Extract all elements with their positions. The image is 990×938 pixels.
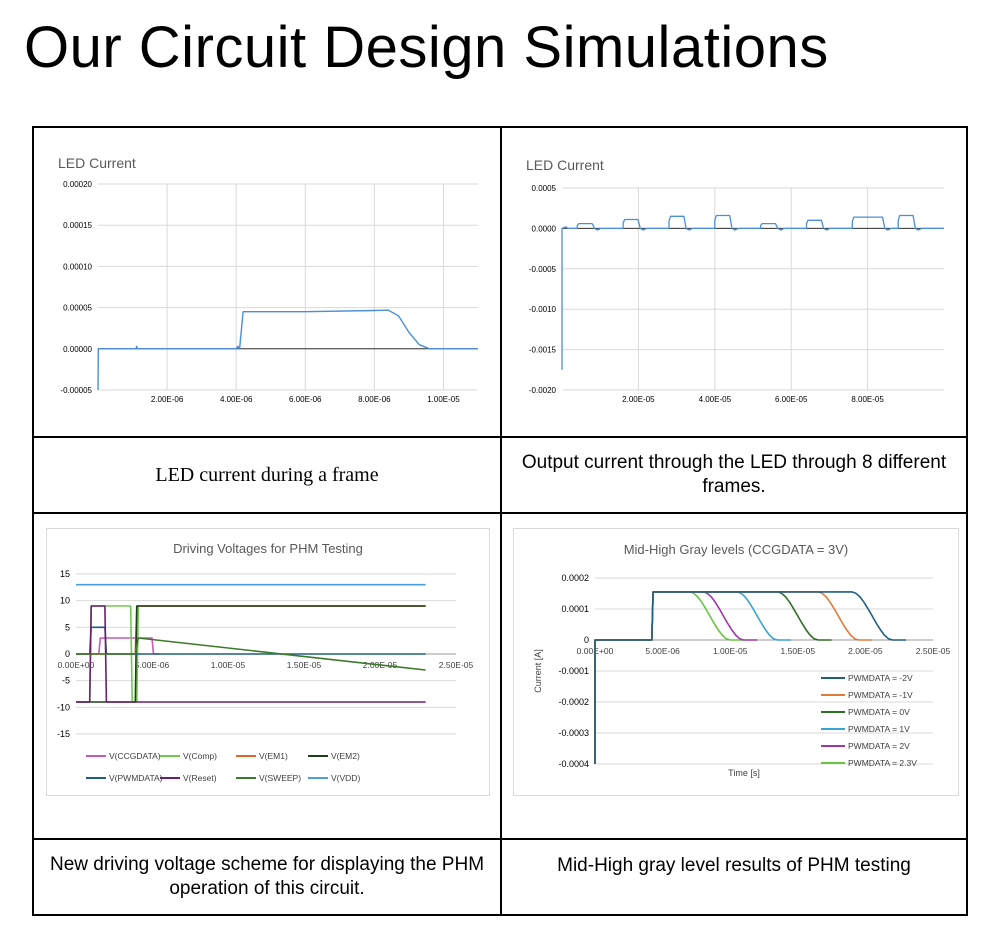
y-tick-label: 0 — [584, 635, 589, 645]
x-tick-label: 8.00E-05 — [851, 395, 884, 404]
y-tick-label: -0.0005 — [529, 265, 557, 274]
caption-gray-levels: Mid-High gray level results of PHM testi… — [557, 855, 911, 876]
y-tick-label: 0.00010 — [63, 262, 92, 271]
caption-driving-voltages: New driving voltage scheme for displayin… — [49, 854, 485, 899]
chart-title: Mid-High Gray levels (CCGDATA = 3V) — [624, 542, 849, 557]
y-axis-label: Current [A] — [533, 649, 543, 693]
y-tick-label: -15 — [57, 729, 70, 739]
y-tick-label: 0 — [65, 649, 70, 659]
caption-led-8-frames: Output current through the LED through 8… — [521, 452, 947, 497]
x-tick-label: 1.00E-05 — [211, 660, 246, 670]
y-tick-label: -0.00005 — [60, 386, 92, 395]
slide-title: Our Circuit Design Simulations — [24, 15, 829, 80]
y-tick-label: -0.0015 — [529, 346, 557, 355]
x-tick-label: 2.00E-05 — [848, 646, 883, 656]
legend-label: V(VDD) — [331, 773, 360, 783]
chart-title: Driving Voltages for PHM Testing — [173, 541, 363, 556]
legend-label: V(CCGDATA) — [109, 751, 161, 761]
series-line — [76, 637, 160, 655]
grid-divider-row3 — [32, 838, 968, 840]
y-tick-label: -10 — [57, 702, 70, 712]
y-tick-label: -0.0002 — [558, 697, 589, 707]
x-tick-label: 0.00E+00 — [58, 660, 95, 670]
x-tick-label: 6.00E-05 — [775, 395, 808, 404]
grid-divider-vertical — [500, 126, 502, 916]
legend-label: V(PWMDATA) — [109, 773, 163, 783]
caption-led-current-frame: LED current during a frame — [155, 464, 379, 486]
chart-title: LED Current — [526, 157, 604, 173]
y-tick-label: -0.0010 — [529, 305, 557, 314]
y-tick-label: 0.00020 — [63, 180, 92, 189]
chart-mid-high-gray: Mid-High Gray levels (CCGDATA = 3V) -0.00… — [513, 528, 959, 796]
y-tick-label: 10 — [60, 596, 70, 606]
x-tick-label: 1.00E-05 — [427, 395, 460, 404]
grid-divider-row2 — [32, 512, 968, 514]
chart-driving-voltages: Driving Voltages for PHM Testing -15 -10 -5… — [46, 528, 490, 796]
x-tick-label: 8.00E-06 — [358, 395, 391, 404]
chart-title: LED Current — [58, 155, 136, 171]
legend-label: V(SWEEP) — [259, 773, 301, 783]
chart-led-current-8-frames: LED Current -0.0020 -0.0015 -0.0010 -0.0005 0… — [526, 157, 944, 404]
y-tick-label: 0.00015 — [63, 221, 92, 230]
chart-led-current-frame: LED Current -0.00005 0.00000 0.00005 0.00010… — [58, 155, 478, 404]
y-tick-label: 0.0005 — [532, 184, 557, 193]
series-line — [76, 605, 426, 703]
x-tick-label: 4.00E-05 — [699, 395, 732, 404]
legend-label: PWMDATA = 2V — [848, 741, 910, 751]
x-tick-label: 5.00E-06 — [645, 646, 680, 656]
y-tick-label: -0.0004 — [558, 759, 589, 769]
y-tick-label: -0.0003 — [558, 728, 589, 738]
series-line — [97, 309, 478, 391]
y-tick-label: 0.00005 — [63, 304, 92, 313]
y-tick-label: -0.0020 — [529, 386, 557, 395]
x-axis-label: Time [s] — [728, 768, 760, 778]
y-tick-label: 0.0001 — [561, 604, 589, 614]
legend-label: PWMDATA = 2.3V — [848, 758, 917, 768]
chart-border — [46, 528, 490, 796]
x-tick-label: 2.00E-06 — [151, 395, 184, 404]
x-tick-label: 2.50E-05 — [916, 646, 951, 656]
legend-label: PWMDATA = -2V — [848, 673, 913, 683]
legend-label: V(Comp) — [183, 751, 217, 761]
x-tick-label: 5.00E-06 — [135, 660, 170, 670]
legend-label: PWMDATA = 1V — [848, 724, 910, 734]
chart-border — [513, 528, 959, 796]
y-tick-label: -0.0001 — [558, 666, 589, 676]
x-tick-label: 6.00E-06 — [289, 395, 322, 404]
y-tick-label: 5 — [65, 622, 70, 632]
series-line — [594, 591, 906, 764]
x-tick-label: 4.00E-06 — [220, 395, 253, 404]
legend-label: V(EM1) — [259, 751, 288, 761]
x-tick-label: 2.00E-05 — [622, 395, 655, 404]
series-line — [76, 637, 426, 671]
grid-divider-row1 — [32, 436, 968, 438]
x-tick-label: 1.50E-05 — [781, 646, 816, 656]
legend-label: V(EM2) — [331, 751, 360, 761]
y-tick-label: 0.0002 — [561, 573, 589, 583]
legend-label: PWMDATA = 0V — [848, 707, 910, 717]
y-tick-label: 0.0000 — [532, 224, 557, 233]
x-tick-label: 1.00E-05 — [713, 646, 748, 656]
legend-label: V(Reset) — [183, 773, 217, 783]
y-tick-label: 15 — [60, 569, 70, 579]
x-tick-label: 1.50E-05 — [287, 660, 322, 670]
series-line — [561, 214, 944, 370]
legend-label: PWMDATA = -1V — [848, 690, 913, 700]
y-tick-label: 0.00000 — [63, 345, 92, 354]
x-tick-label: 2.50E-05 — [439, 660, 474, 670]
y-tick-label: -5 — [62, 676, 70, 686]
